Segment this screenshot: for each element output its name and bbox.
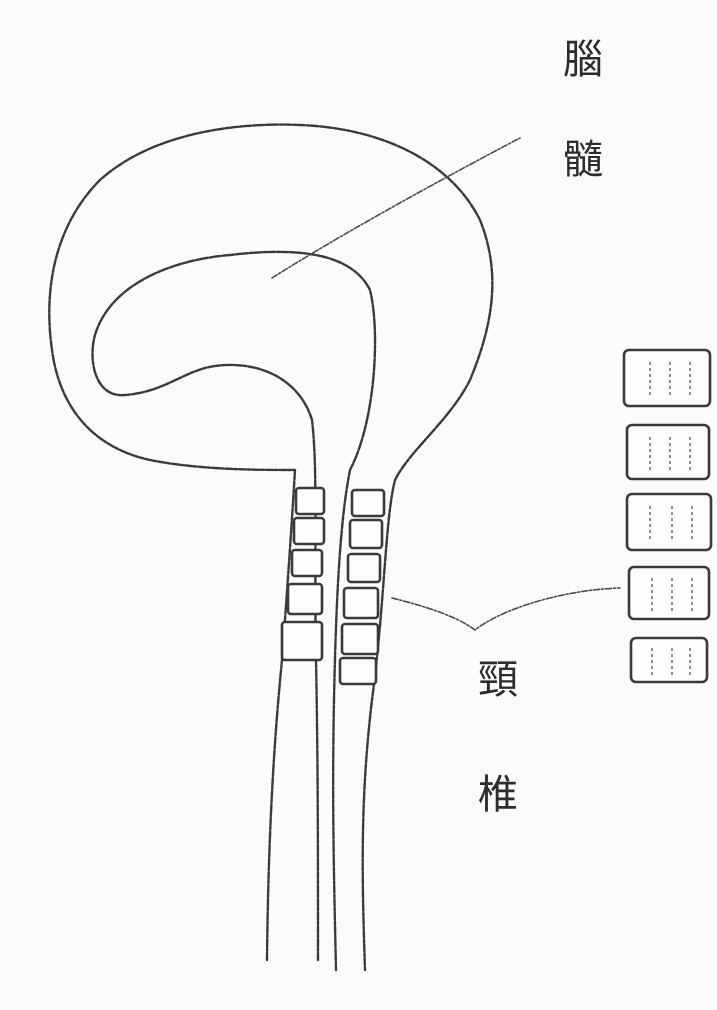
vertebra <box>342 624 378 654</box>
brain-label-char-1: 腦 <box>555 40 611 80</box>
vertebra <box>348 554 380 582</box>
vertebra <box>282 622 322 660</box>
vertebra <box>627 425 709 479</box>
vertebra <box>631 638 707 682</box>
vertebra <box>629 567 709 619</box>
vertebra <box>288 584 322 614</box>
vertebra <box>624 350 710 406</box>
vertebra <box>344 588 378 618</box>
neck-label-char-2: 椎 <box>470 775 526 815</box>
vertebra <box>350 520 382 548</box>
neck-leader-line <box>392 588 620 630</box>
vertebra <box>352 490 384 516</box>
vertebra <box>296 488 324 514</box>
vertebra <box>627 494 711 550</box>
vertebra <box>294 518 324 544</box>
isolated-vertebrae-stack <box>624 350 711 682</box>
vertebra <box>292 550 322 576</box>
brain-leader-line <box>272 138 520 278</box>
brain-inner-curve <box>93 252 376 970</box>
neck-label-char-1: 頸 <box>470 660 526 700</box>
vertebra <box>340 658 376 684</box>
brain-label-char-2: 髓 <box>555 140 611 180</box>
